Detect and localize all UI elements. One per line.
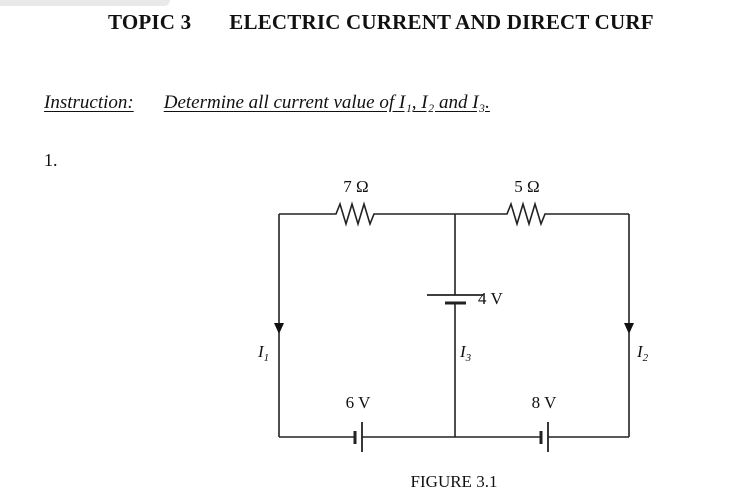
topic-title: ELECTRIC CURRENT AND DIRECT CURF — [229, 10, 654, 34]
current-i2-label: I2 — [636, 342, 649, 364]
battery-right-label: 8 V — [532, 393, 557, 412]
current-i3-label: I3 — [459, 342, 472, 364]
figure-caption: FIGURE 3.1 — [411, 472, 498, 491]
resistor-right-label: 5 Ω — [514, 177, 539, 196]
arrow-i1-icon — [274, 323, 284, 334]
top-edge-shape — [0, 0, 170, 6]
question-number: 1. — [44, 150, 58, 170]
instruction-text: Determine all current value of I₁, I₂ an… — [163, 92, 490, 113]
resistor-left-label: 7 Ω — [343, 177, 368, 196]
topic-number: TOPIC 3 — [108, 10, 192, 34]
battery-middle-label: 4 V — [478, 289, 503, 308]
current-i1-label: I1 — [257, 342, 269, 364]
battery-left-label: 6 V — [346, 393, 371, 412]
instruction-line: Instruction: Determine all current value … — [44, 92, 490, 114]
instruction-label: Instruction: — [44, 92, 134, 113]
topic-heading: TOPIC 3 ELECTRIC CURRENT AND DIRECT CURF — [108, 10, 654, 35]
resistor-right — [455, 201, 629, 227]
arrow-i2-icon — [624, 323, 634, 334]
resistor-left — [279, 201, 455, 227]
